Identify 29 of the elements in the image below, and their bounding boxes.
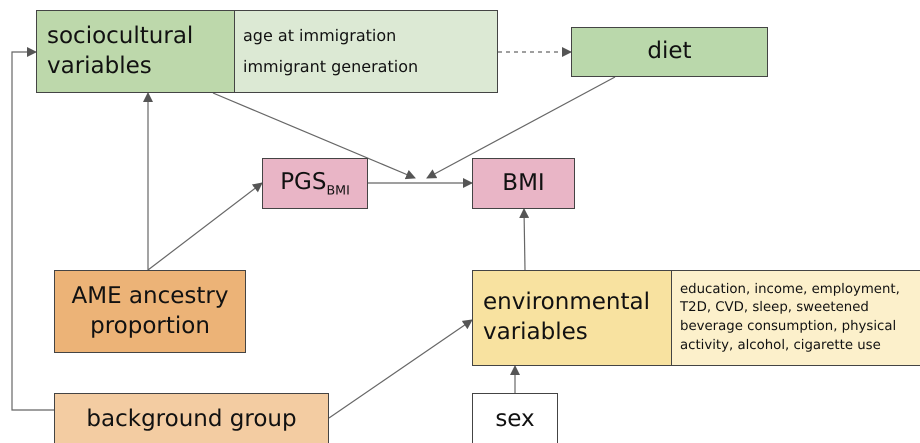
variable-list-text: age at immigration	[243, 25, 396, 48]
arrow	[143, 92, 153, 270]
variable-group-box	[36, 10, 498, 93]
arrow	[148, 182, 263, 270]
node-label: AME ancestry proportion	[70, 282, 230, 340]
arrow	[328, 319, 473, 418]
variable-box	[54, 393, 329, 443]
arrow	[368, 178, 473, 188]
arrow	[498, 47, 572, 57]
variable-box	[571, 27, 768, 77]
node-label: sex	[495, 404, 535, 434]
arrow	[212, 92, 416, 180]
node-label: sociocultural variables	[47, 22, 194, 80]
node-label: BMI	[502, 168, 545, 198]
node-label: diet	[647, 37, 692, 66]
variable-box	[54, 270, 246, 353]
variable-box	[472, 158, 575, 209]
variable-box	[472, 393, 558, 443]
node-label: background group	[86, 404, 297, 434]
node-label: PGS$_{BMI}$	[280, 168, 350, 200]
node-label: environmental variables	[483, 288, 651, 347]
arrow	[11, 47, 54, 411]
arrow	[519, 208, 530, 270]
variable-box	[262, 158, 368, 209]
arrow	[510, 365, 520, 393]
arrow	[426, 76, 616, 179]
variable-group-box	[472, 270, 920, 366]
variable-list-text: education, income, employment, T2D, CVD, sleep, sweetened beverage consumption, physical activity, alcohol, cigarette use	[680, 280, 901, 355]
variable-list-text: immigrant generation	[243, 56, 418, 78]
